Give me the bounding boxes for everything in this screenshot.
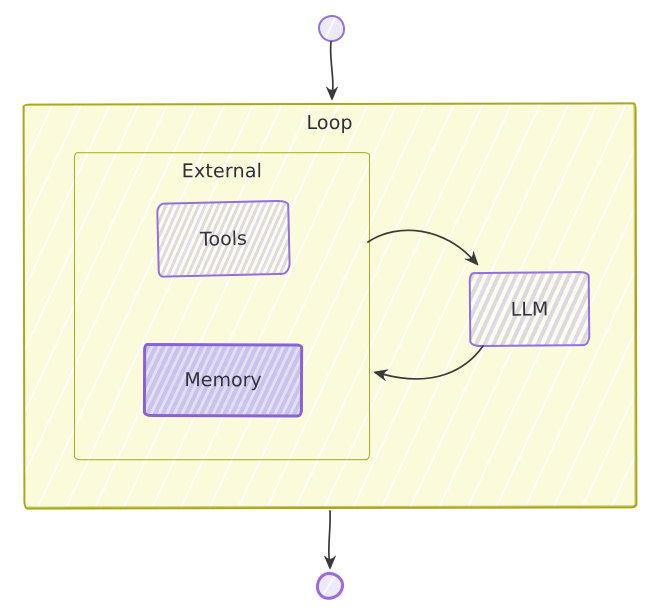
tools-node: Tools bbox=[156, 199, 291, 278]
external-subgraph: External Tools Memory bbox=[73, 152, 371, 461]
llm-node: LLM bbox=[468, 271, 591, 348]
end-node bbox=[314, 570, 346, 602]
llm-label: LLM bbox=[510, 297, 549, 321]
edge-start-to-loop bbox=[326, 41, 338, 101]
loop-label: Loop bbox=[306, 111, 353, 135]
memory-label: Memory bbox=[184, 369, 262, 392]
memory-node: Memory bbox=[142, 342, 304, 418]
tools-label: Tools bbox=[199, 227, 248, 251]
external-label: External bbox=[181, 160, 263, 183]
start-node bbox=[318, 15, 345, 42]
edge-loop-to-end bbox=[324, 510, 336, 570]
loop-subgraph: Loop External Tools Memory LLM bbox=[22, 102, 638, 510]
